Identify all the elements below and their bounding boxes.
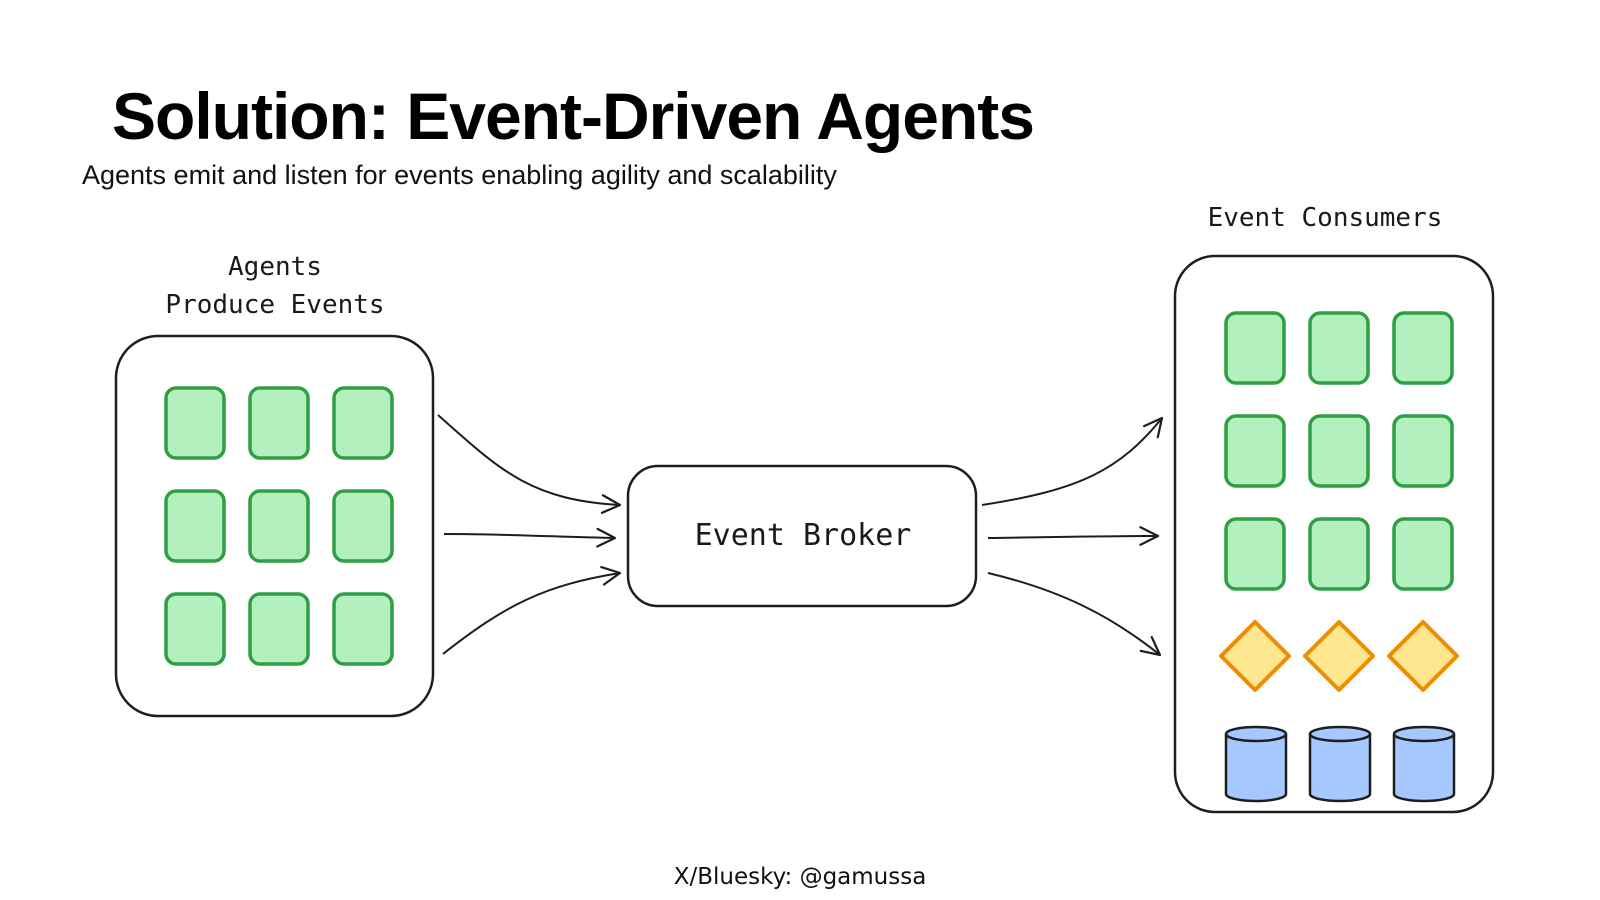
producer-agent-3 xyxy=(332,386,394,460)
consumer-diamond-2 xyxy=(1303,620,1375,692)
producer-agent-4 xyxy=(164,489,226,563)
consumer-databases-row xyxy=(1224,725,1456,803)
database-body xyxy=(1224,734,1288,803)
producer-agents-grid xyxy=(164,386,394,666)
producer-agent-6 xyxy=(332,489,394,563)
database-top xyxy=(1308,725,1372,743)
database-body xyxy=(1308,734,1372,803)
consumer-diamonds-row xyxy=(1219,620,1459,692)
slide-subtitle: Agents emit and listen for events enabli… xyxy=(82,160,837,190)
consumer-diamond-3 xyxy=(1387,620,1459,692)
producers-label-line2: Produce Events xyxy=(165,290,385,320)
consumer-agent-7 xyxy=(1224,517,1286,591)
producer-agent-7 xyxy=(164,592,226,666)
footer-handle: X/Bluesky: @gamussa xyxy=(673,864,927,890)
consumer-agents-grid xyxy=(1224,311,1454,591)
producers-label-line1: Agents xyxy=(228,252,322,282)
consumer-agent-8 xyxy=(1308,517,1370,591)
producers-label: Agents Produce Events xyxy=(140,248,410,324)
producer-agent-2 xyxy=(248,386,310,460)
consumer-agent-9 xyxy=(1392,517,1454,591)
consumer-agent-1 xyxy=(1224,311,1286,385)
arrow-consumer-middle xyxy=(987,526,1160,546)
arrow-producer-bottom xyxy=(442,565,622,655)
consumer-agent-3 xyxy=(1392,311,1454,385)
producer-agent-9 xyxy=(332,592,394,666)
consumer-agent-2 xyxy=(1308,311,1370,385)
consumer-agent-5 xyxy=(1308,414,1370,488)
arrow-consumer-top xyxy=(981,416,1164,506)
producer-agent-1 xyxy=(164,386,226,460)
consumer-agent-4 xyxy=(1224,414,1286,488)
consumer-database-2 xyxy=(1308,725,1372,803)
arrow-producer-middle xyxy=(443,527,617,548)
database-body xyxy=(1392,734,1456,803)
database-top xyxy=(1224,725,1288,743)
consumers-label: Event Consumers xyxy=(1207,203,1443,233)
slide-title: Solution: Event-Driven Agents xyxy=(112,79,1035,153)
consumer-database-3 xyxy=(1392,725,1456,803)
producer-agent-8 xyxy=(248,592,310,666)
consumer-database-1 xyxy=(1224,725,1288,803)
event-broker-label: Event Broker xyxy=(694,518,912,553)
arrow-producer-top xyxy=(437,414,622,514)
consumer-diamond-1 xyxy=(1219,620,1291,692)
arrow-consumer-bottom xyxy=(987,572,1162,657)
consumer-agent-6 xyxy=(1392,414,1454,488)
database-top xyxy=(1392,725,1456,743)
producer-agent-5 xyxy=(248,489,310,563)
event-broker-box xyxy=(626,464,978,608)
